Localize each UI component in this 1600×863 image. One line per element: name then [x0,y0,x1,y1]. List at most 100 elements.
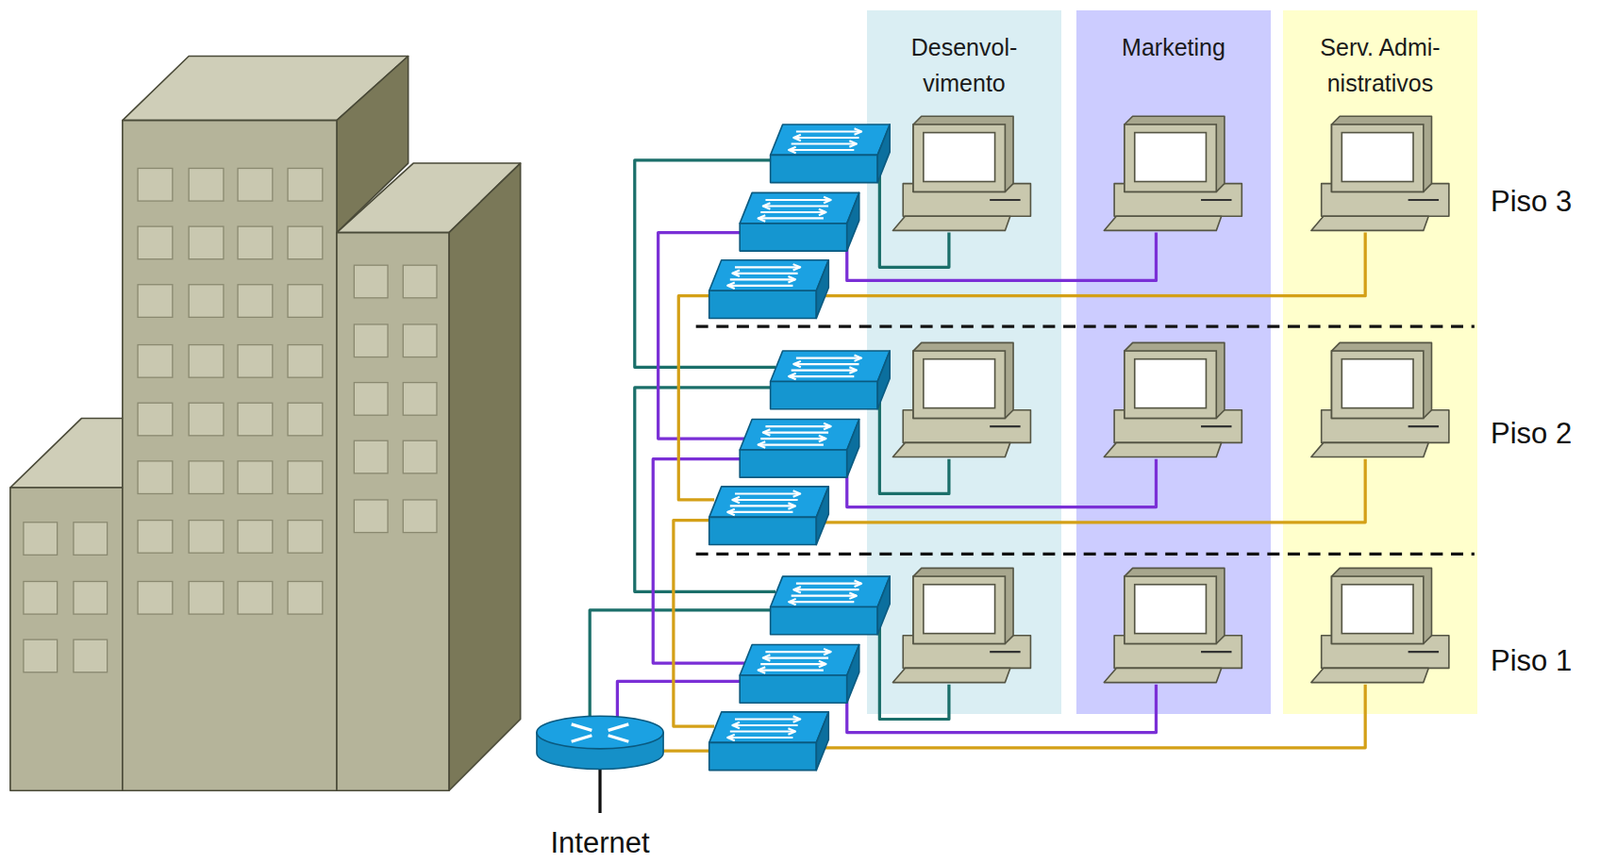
switch-arrow [758,216,824,219]
switch-arrow [727,509,735,516]
building-front [336,233,450,792]
building-window [137,226,173,260]
building-window [237,345,273,379]
switch-arrow [849,366,857,373]
building-window [137,345,173,379]
switch-side [847,419,860,479]
switch-arrow [758,443,824,446]
building-window [23,639,58,673]
pc-monitor [1331,124,1423,192]
switch-arrow [760,437,826,440]
switch-arrow [732,272,798,275]
building-window [287,461,323,495]
building-front [10,487,123,791]
switch-front [770,382,879,410]
building-window [287,402,323,436]
switch-arrow [730,278,796,281]
building-window [287,581,323,615]
building-window [237,581,273,615]
pc-keyboard [892,442,1010,457]
switch-arrow [765,199,831,201]
switch-top [770,350,891,382]
pc-screen [1134,133,1207,183]
switch-arrow [760,211,826,214]
switch-arrow [732,270,740,277]
building-window [287,520,323,554]
floor-separator [696,324,1475,328]
switch-arrow [818,209,827,216]
building-window [73,522,108,556]
building-window [137,461,173,495]
switch-arrow [823,649,832,655]
pc-keyboard [892,667,1010,683]
switch-arrow [793,264,801,270]
switch-arrow [793,586,801,593]
building-window [137,284,173,318]
switch-side [847,192,860,251]
switch-arrow [793,361,801,367]
pc-drive [1408,425,1439,428]
switch-arrow [787,502,796,509]
pc-cable [821,684,1366,749]
building-window [188,520,224,554]
pc-monitor [1124,576,1217,644]
pc-monitor [913,350,1005,418]
switch-top [739,419,860,450]
building-window [353,324,388,358]
switch-front [739,223,848,251]
switch-arrow [727,511,793,514]
floor-label: Piso 2 [1490,416,1572,450]
pc-drive [989,425,1020,428]
switch-arrow [791,369,857,372]
pc-keyboard [1311,216,1429,231]
building-window [137,167,173,201]
switch-arrow [854,580,863,586]
switch-arrow [796,130,862,133]
switch-arrow [732,724,798,727]
switch-arrow [727,736,793,739]
building-window [402,440,437,474]
pc-cable [847,233,1157,282]
building-side [449,163,521,791]
building-window [237,167,273,201]
floor-label: Piso 3 [1490,184,1572,218]
switch-arrow [788,149,854,151]
switch-arrow [823,197,832,203]
pc-screen [1341,584,1414,634]
switch-arrow [765,650,831,653]
switch-arrow [763,429,771,435]
building-window [237,402,273,436]
switch-top [709,486,830,517]
switch-arrow [791,595,857,598]
building-window [353,383,388,417]
building-window [402,500,437,534]
pc-monitor [1124,350,1217,418]
switch-arrow [758,666,767,673]
switch-arrow [788,375,854,378]
uplink-cable [658,749,715,752]
building-window [353,500,388,534]
switch-arrow [788,600,854,603]
switch-top [770,576,891,607]
switch-side [816,486,829,546]
pc-screen [1134,359,1207,409]
pc-monitor [913,342,1014,418]
pc-monitor [1331,342,1432,418]
router-top [536,716,664,750]
building-window [237,284,273,318]
switch-arrow [788,599,797,605]
building-window [73,639,108,673]
switch-arrow [763,657,829,660]
switch-arrow [849,140,857,147]
pc-monitor [913,576,1005,644]
building-window [402,383,437,417]
router-arrow [571,735,593,742]
building-window [237,520,273,554]
pc-screen [923,133,996,183]
internet-label: Internet [550,826,650,860]
router-arrow [608,724,630,731]
switch-arrow [796,583,862,585]
switch-arrow [727,734,735,741]
switch-arrow [787,276,796,283]
switch-top [709,712,830,743]
